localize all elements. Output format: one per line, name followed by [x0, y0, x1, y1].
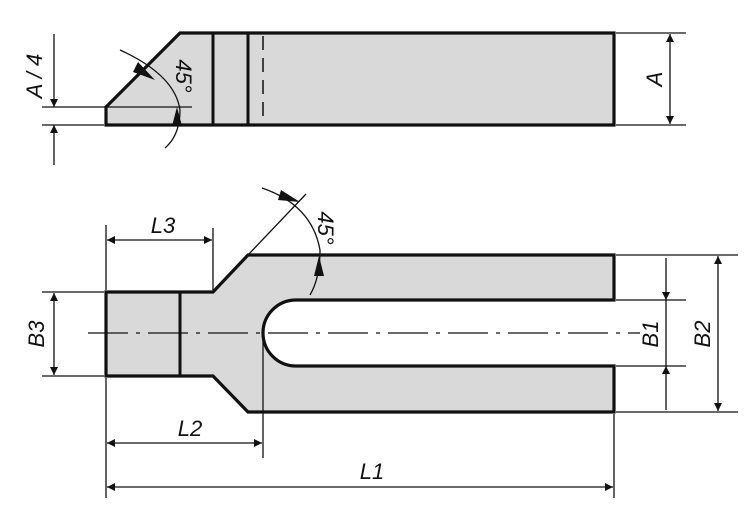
- b2-label: B2: [690, 321, 715, 348]
- angle-arc-side: [119, 49, 181, 149]
- chamfer-extension: [247, 193, 307, 256]
- angle-arrow-upper: [133, 62, 155, 80]
- angle-arrow-lower: [172, 107, 182, 126]
- side-view: A / 4 45° A: [22, 31, 686, 165]
- top-view: L3 45° B3 B1 B2 L2 L1: [24, 187, 738, 498]
- a-quarter-label: A / 4: [22, 54, 47, 100]
- l2-label: L2: [178, 416, 202, 441]
- l1-label: L1: [360, 459, 384, 484]
- angle-arrow-top-lower: [314, 256, 324, 276]
- side-view-body: [104, 31, 616, 127]
- l3-label: L3: [151, 213, 176, 238]
- b1-label: B1: [638, 321, 663, 348]
- b3-label: B3: [24, 320, 49, 348]
- angle-arrow-top-upper: [278, 190, 300, 202]
- angle-label-top: 45°: [313, 211, 338, 244]
- angle-label-side: 45°: [171, 59, 196, 92]
- a-label: A: [642, 72, 667, 89]
